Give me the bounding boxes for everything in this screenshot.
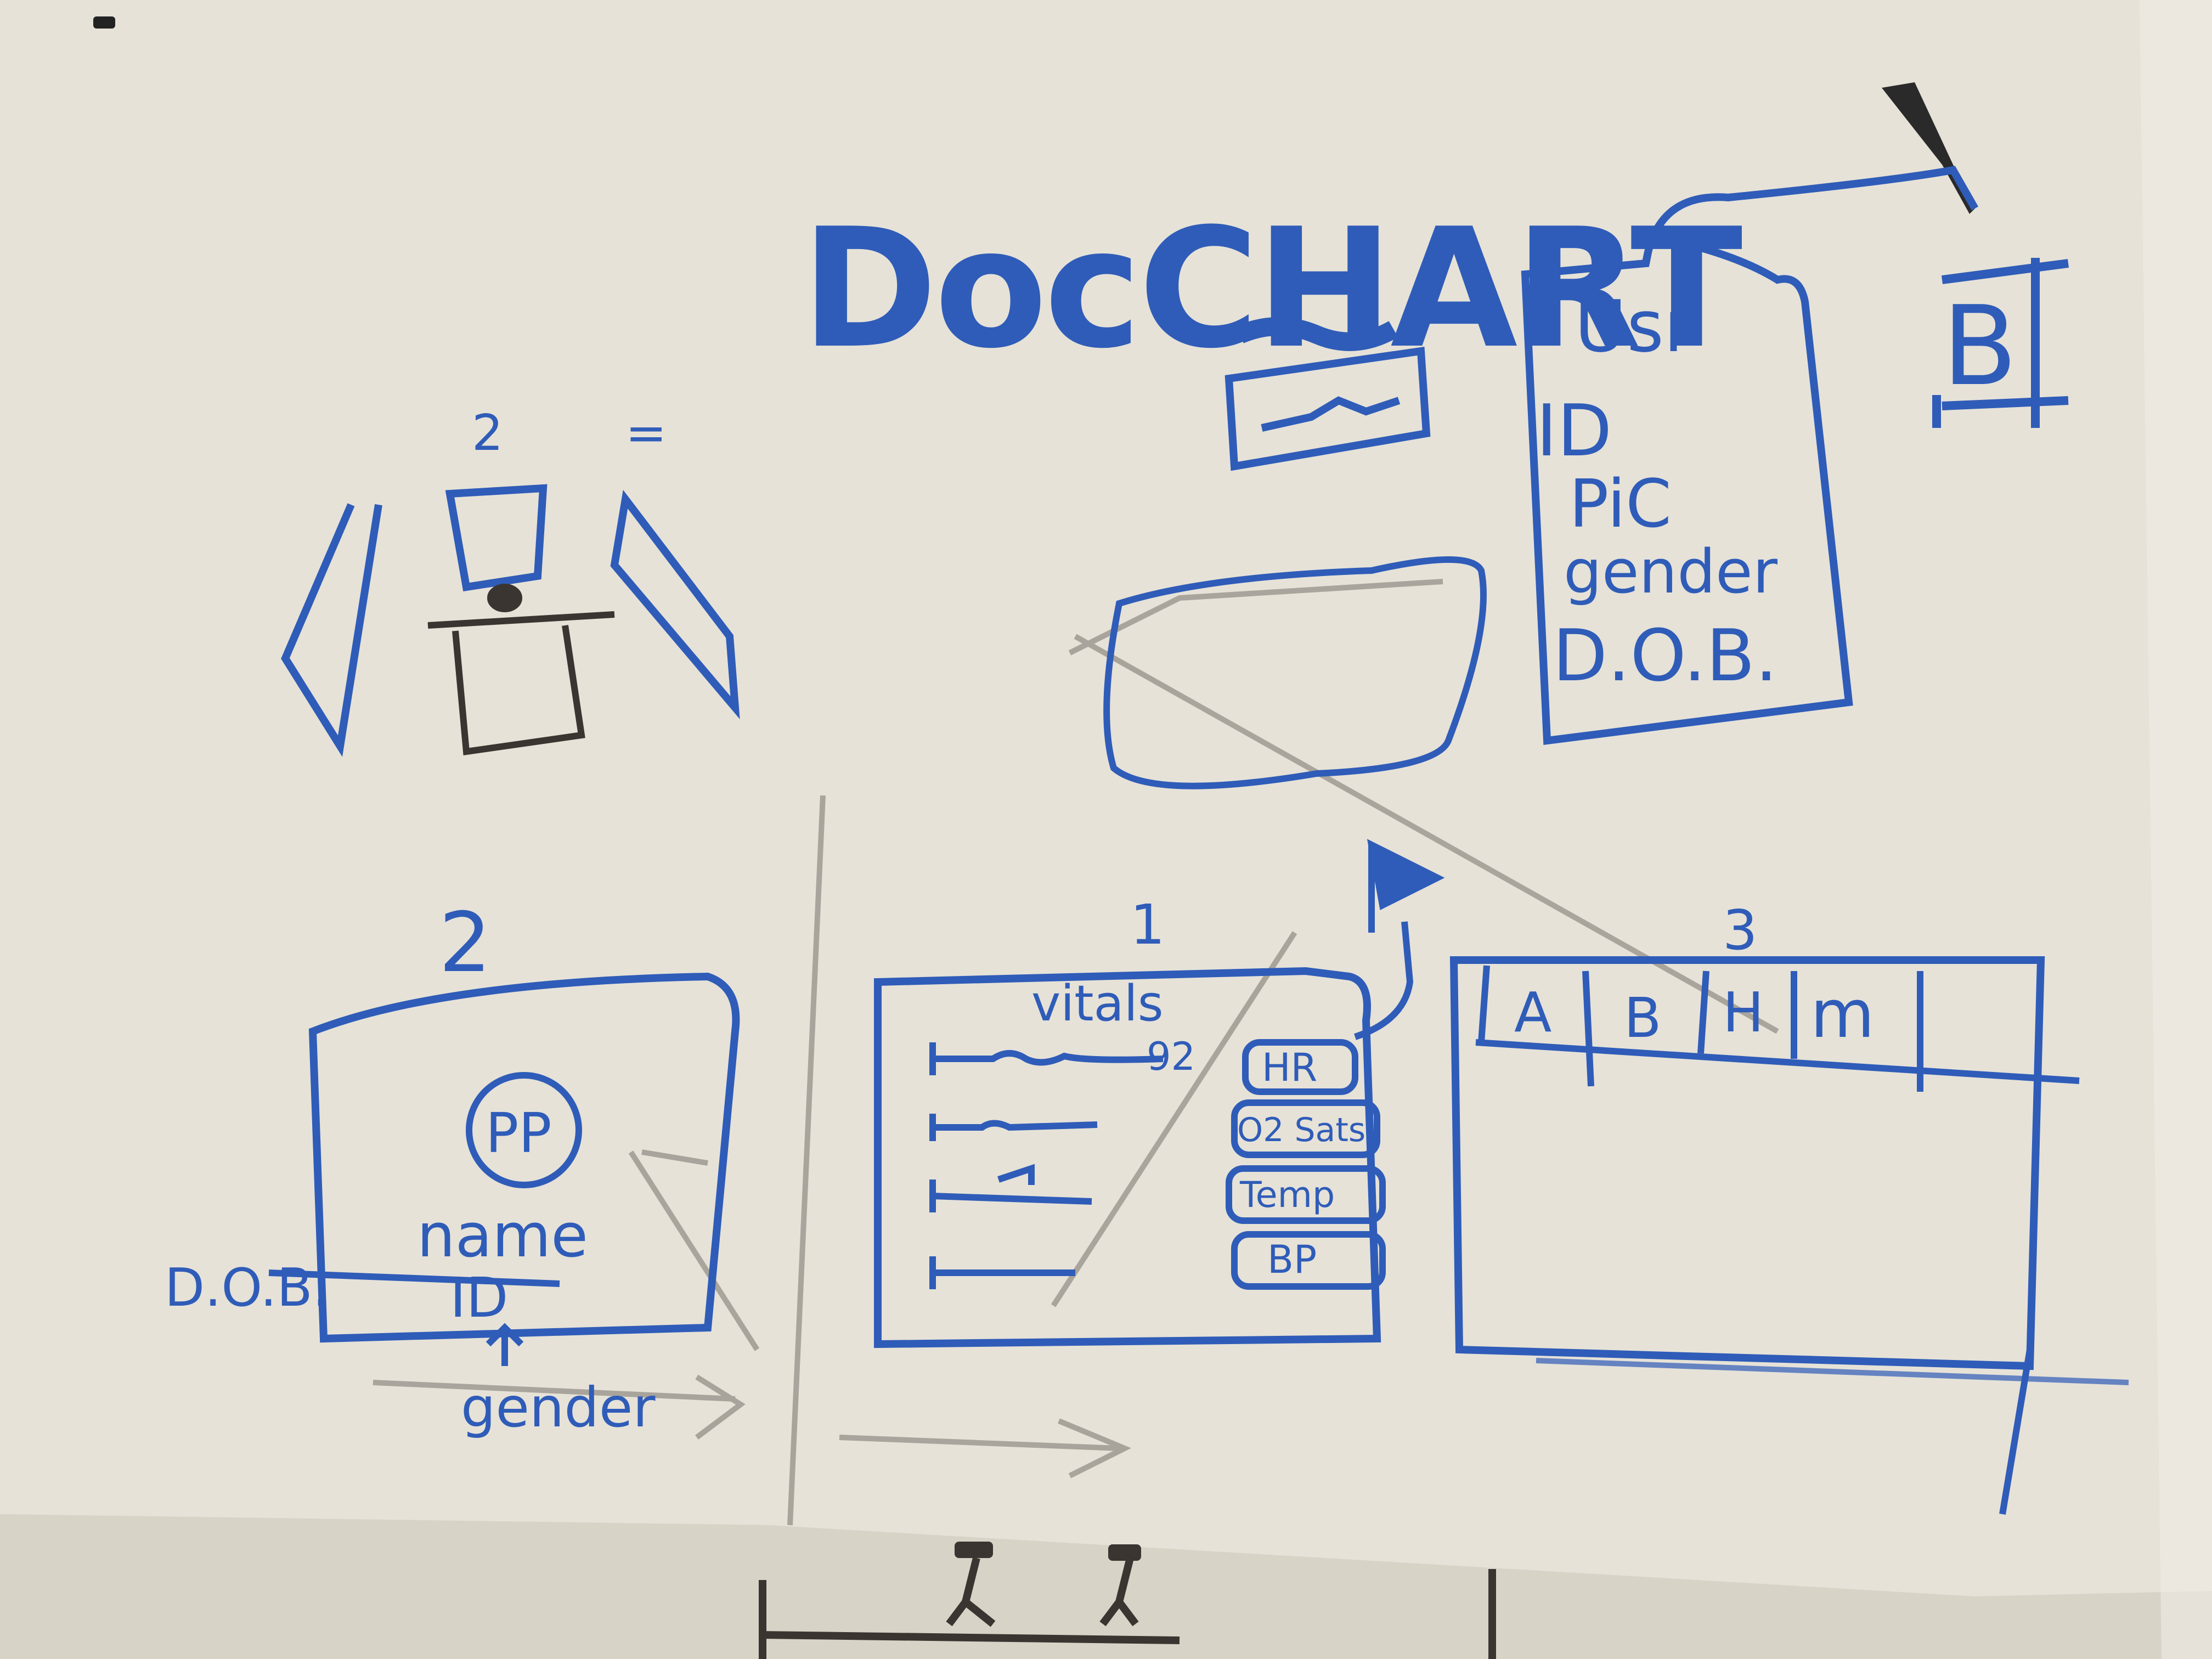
bp-button[interactable] <box>1231 1231 1386 1290</box>
tab-h[interactable]: H <box>1723 980 1764 1045</box>
patient-dob: D.O.B. <box>165 1258 329 1318</box>
top-sketch-label-right: = <box>625 404 667 462</box>
vitals-buttons: HR O2 Sats Temp BP <box>1226 1039 1386 1290</box>
clip-icon <box>1882 82 1975 214</box>
user-card <box>1521 166 1979 745</box>
patient-gender: gender <box>461 1375 656 1440</box>
o2-sats-button-label: O2 Sats <box>1237 1111 1365 1149</box>
title-underline <box>1236 317 1398 351</box>
panel-1-frame <box>874 967 1381 1348</box>
figure-icon <box>955 1542 1141 1561</box>
pencil-guides <box>373 579 1779 1526</box>
side-icon <box>1932 258 2069 428</box>
panel-2-divider <box>268 1269 560 1287</box>
sketch-blob <box>1103 556 1487 789</box>
paper-sheet <box>0 0 2212 1596</box>
temp-button-label: Temp <box>1239 1175 1335 1216</box>
vitals-first-value: 92 <box>1147 1034 1195 1079</box>
side-icon-letter: B <box>1942 283 2017 410</box>
user-field-dob: D.O.B. <box>1553 614 1778 697</box>
clip-icon <box>93 16 115 29</box>
patient-name: name <box>417 1200 588 1271</box>
panel-3-tab-divider <box>1475 1039 2080 1084</box>
flag-icon <box>1354 839 1445 1040</box>
user-field-pic: PiC <box>1569 466 1672 543</box>
tab-separators <box>1478 965 1923 1092</box>
banner-icon <box>1224 347 1431 471</box>
user-card-heading: Usr <box>1575 285 1694 368</box>
profile-photo-avatar <box>466 1072 582 1188</box>
profile-photo-label: PP <box>486 1101 552 1165</box>
panel-2-frame <box>308 972 740 1343</box>
tab-m[interactable]: m <box>1810 977 1875 1053</box>
top-sketch-label-left: 2 <box>472 404 503 462</box>
hr-button-label: HR <box>1262 1045 1317 1090</box>
panel-2-number: 2 <box>439 895 491 991</box>
user-field-gender: gender <box>1564 537 1778 607</box>
page-title: DocCHART <box>801 193 1743 385</box>
panel-3-number: 3 <box>1723 898 1758 962</box>
vitals-rows <box>929 1042 1164 1289</box>
tab-a[interactable]: A <box>1514 980 1551 1045</box>
top-sketch <box>281 484 740 757</box>
panel-1-number: 1 <box>1130 893 1165 957</box>
bp-button-label: BP <box>1267 1237 1317 1282</box>
patient-id: ID <box>450 1266 509 1330</box>
paper-sheet-below <box>0 1514 2212 1659</box>
arrow-up-icon <box>486 1323 524 1366</box>
top-sketch-stand <box>427 584 615 755</box>
lower-sheet-sketch <box>759 1557 1496 1659</box>
temp-button[interactable] <box>1226 1165 1386 1224</box>
o2-sats-button[interactable] <box>1231 1099 1380 1158</box>
tab-b[interactable]: B <box>1624 986 1662 1050</box>
hr-button[interactable] <box>1242 1039 1358 1095</box>
vitals-title: vitals <box>1031 975 1164 1032</box>
user-field-id: ID <box>1536 389 1612 472</box>
